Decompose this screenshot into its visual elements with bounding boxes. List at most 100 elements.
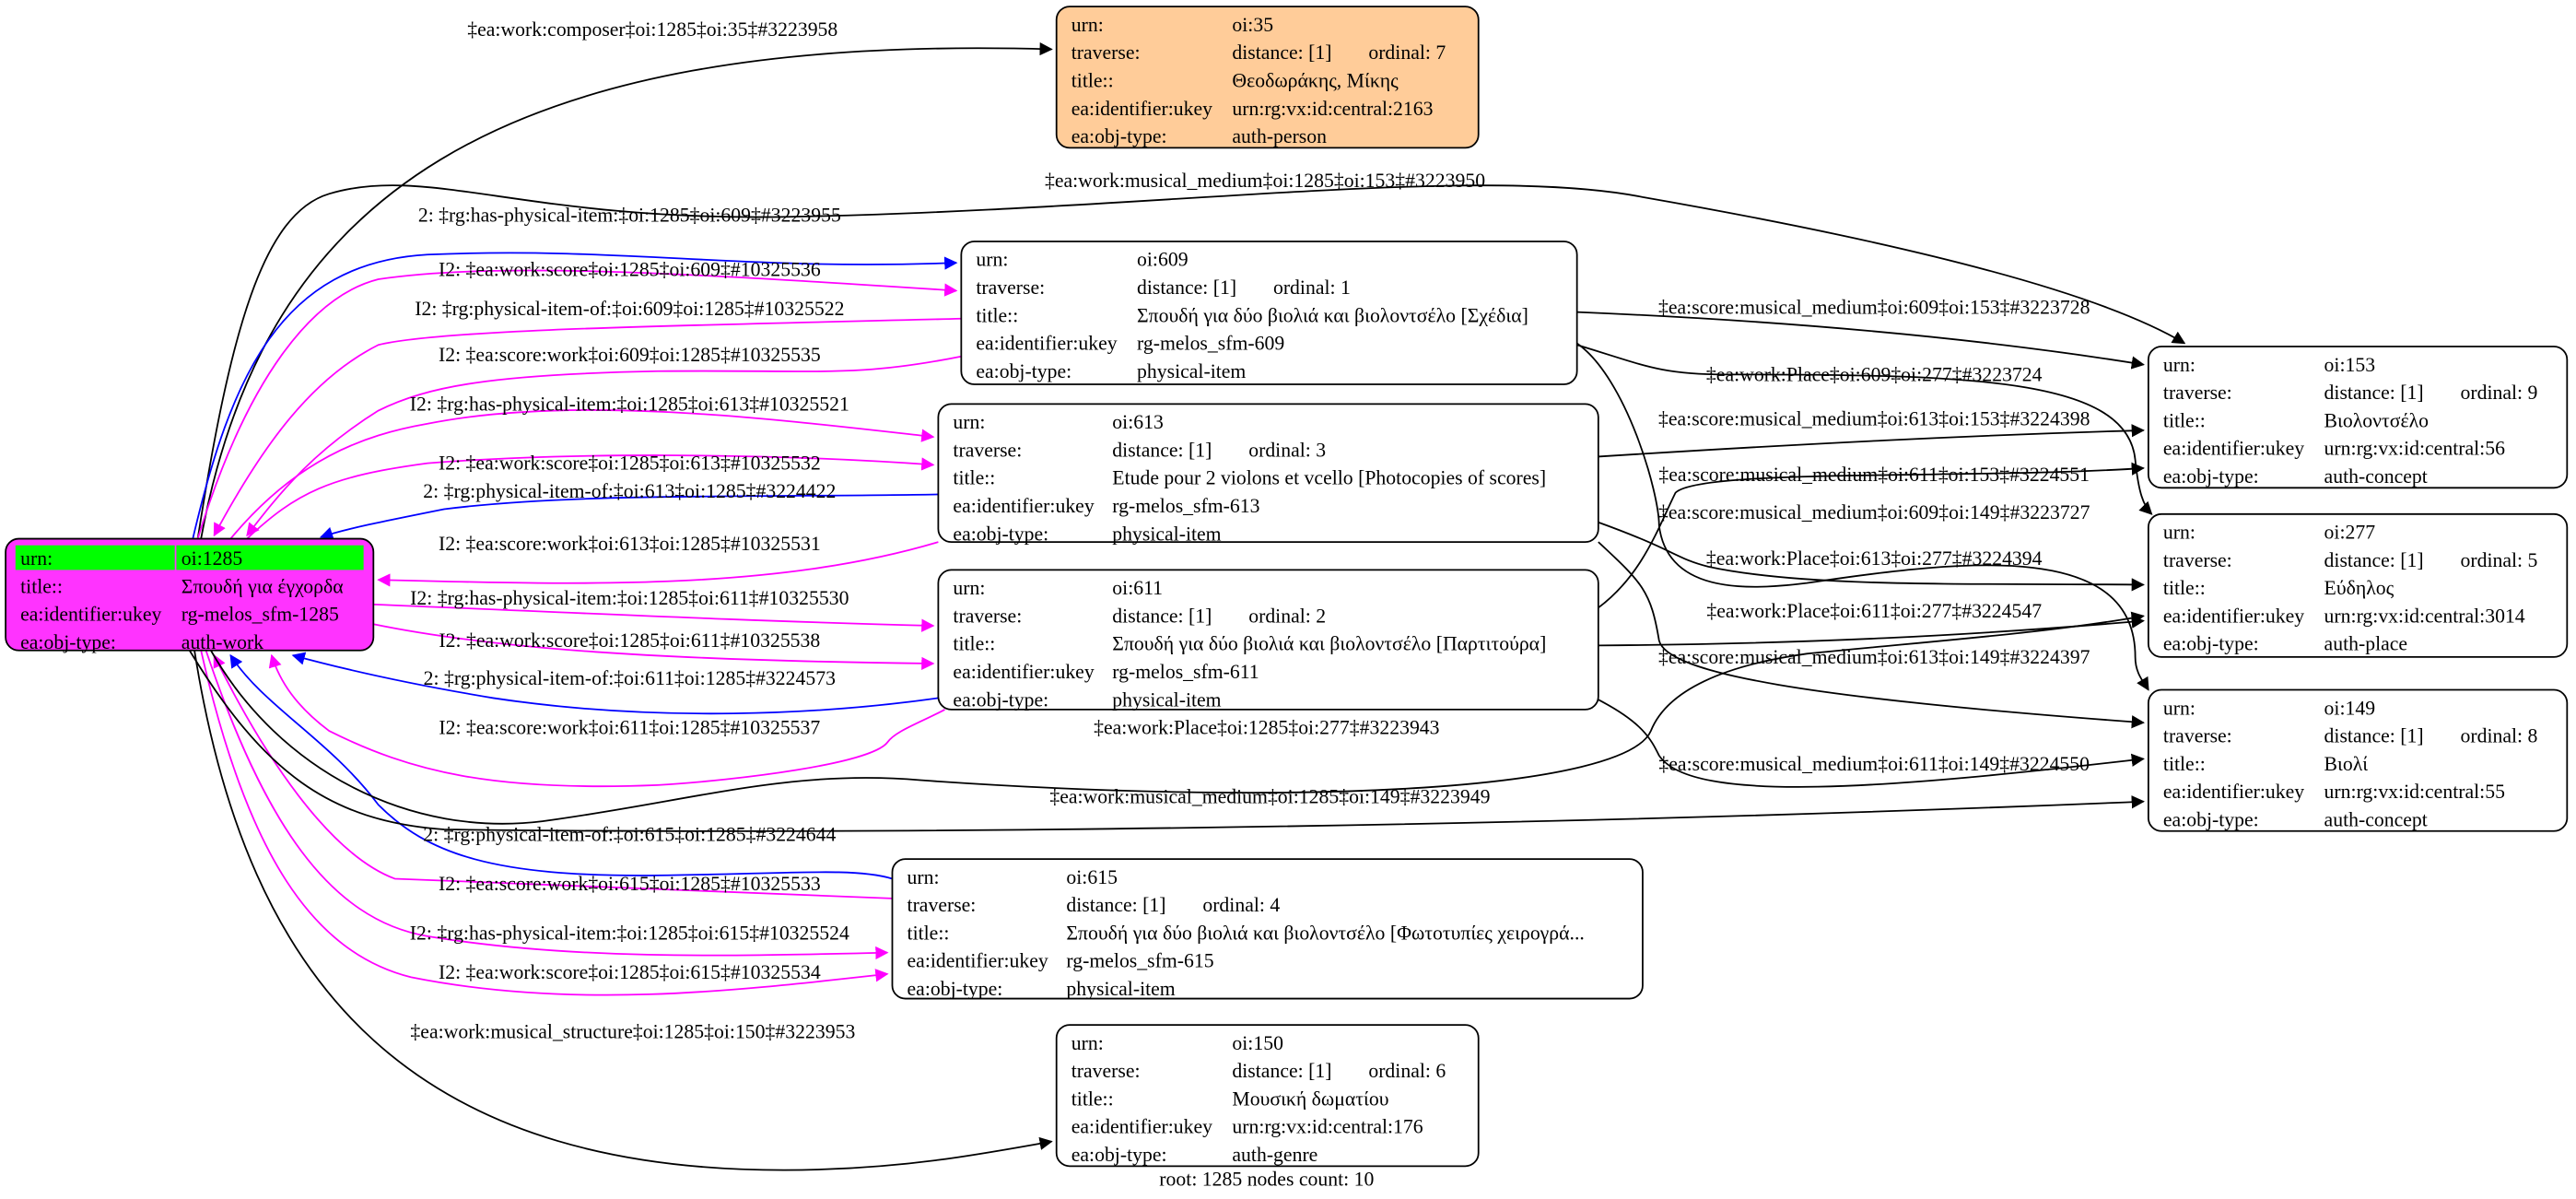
field-label: title:: <box>2163 409 2206 431</box>
edge: I2: ‡ea:score:work‡oi:611‡oi:1285‡#10325… <box>268 653 945 788</box>
graph-footer: root: 1285 nodes count: 10 <box>1159 1169 1374 1191</box>
field-value: oi:149 <box>2324 697 2376 719</box>
edge-label: 2: ‡rg:has-physical-item:‡oi:1285‡oi:609… <box>418 205 841 227</box>
field-value: Βιολοντσέλο <box>2324 409 2430 431</box>
field-value: oi:611 <box>1112 577 1163 599</box>
field-value: Σπουδή για δύο βιολιά και βιολοντσέλο [Π… <box>1112 633 1546 655</box>
field-value: physical-item <box>1066 978 1175 1000</box>
field-label: title:: <box>976 304 1018 326</box>
field-label: title:: <box>1071 69 1114 91</box>
edge-label: I2: ‡ea:score:work‡oi:613‡oi:1285‡#10325… <box>439 533 821 555</box>
edge: ‡ea:work:Place‡oi:609‡oi:277‡#3223724 <box>1576 344 2153 515</box>
edge-line <box>1598 541 2145 729</box>
edge-label: ‡ea:score:musical_medium‡oi:611‡oi:149‡#… <box>1658 753 2090 775</box>
edge: ‡ea:work:musical_structure‡oi:1285‡oi:15… <box>193 650 1053 1171</box>
edge: I2: ‡ea:work:score‡oi:1285‡oi:609‡#10325… <box>196 258 958 539</box>
field-label: ea:obj-type: <box>907 978 1003 1000</box>
edge-label: ‡ea:work:musical_medium‡oi:1285‡oi:149‡#… <box>1049 785 1490 807</box>
edge: I2: ‡ea:score:work‡oi:615‡oi:1285‡#10325… <box>213 653 893 899</box>
field-value: oi:615 <box>1066 866 1118 888</box>
edge: I2: ‡rg:has-physical-item:‡oi:1285‡oi:61… <box>373 587 935 632</box>
edge-label: 2: ‡rg:physical-item-of:‡oi:613‡oi:1285‡… <box>423 480 836 502</box>
field-label: ea:identifier:ukey <box>1071 98 1212 120</box>
field-value: oi:1285 <box>181 547 243 570</box>
field-label: urn: <box>953 411 985 433</box>
field-label: ea:obj-type: <box>1071 1144 1167 1166</box>
edge: ‡ea:work:musical_medium‡oi:1285‡oi:149‡#… <box>188 650 2145 832</box>
edge-line <box>210 611 2145 825</box>
field-label: title:: <box>953 467 995 489</box>
field-value: Σπουδή για έγχορδα <box>181 575 344 597</box>
edge-label: I2: ‡ea:score:work‡oi:615‡oi:1285‡#10325… <box>439 873 821 895</box>
edge-line <box>246 355 962 537</box>
field-value: auth-person <box>1232 125 1327 147</box>
edge: ‡ea:work:composer‡oi:1285‡oi:35‡#3223958 <box>200 18 1053 539</box>
field-ordinal: ordinal: 7 <box>1368 41 1446 64</box>
edge-label: ‡ea:work:musical_medium‡oi:1285‡oi:153‡#… <box>1045 170 1485 192</box>
edge-line <box>193 650 1053 1171</box>
edge-label: ‡ea:work:Place‡oi:609‡oi:277‡#3223724 <box>1706 363 2043 385</box>
field-label: title:: <box>907 922 950 944</box>
field-value: distance: [1] <box>2324 382 2424 404</box>
edge: ‡ea:score:musical_medium‡oi:609‡oi:149‡#… <box>1576 342 2149 691</box>
edge-line <box>200 650 889 996</box>
edge-label: ‡ea:score:musical_medium‡oi:609‡oi:153‡#… <box>1658 296 2090 318</box>
edge: ‡ea:work:Place‡oi:1285‡oi:277‡#3223943 <box>210 611 2145 825</box>
field-ordinal: ordinal: 2 <box>1248 605 1326 627</box>
edge: ‡ea:work:Place‡oi:611‡oi:277‡#3224547 <box>1598 600 2145 647</box>
field-value: auth-concept <box>2324 808 2428 830</box>
field-value: distance: [1] <box>1232 1060 1331 1082</box>
field-value: Μουσική δωματίου <box>1232 1087 1388 1110</box>
field-label: title:: <box>953 633 995 655</box>
edge: 2: ‡rg:physical-item-of:‡oi:611‡oi:1285‡… <box>291 652 939 715</box>
edge-line <box>291 652 939 715</box>
field-value: urn:rg:vx:id:central:56 <box>2324 438 2506 460</box>
node-box <box>937 403 1599 544</box>
field-value: Θεοδωράκης, Μίκης <box>1232 69 1399 91</box>
field-label: ea:identifier:ukey <box>20 604 161 626</box>
field-value: oi:150 <box>1232 1032 1283 1054</box>
field-label: ea:obj-type: <box>1071 125 1167 147</box>
edge: ‡ea:work:musical_medium‡oi:1285‡oi:153‡#… <box>196 170 2186 539</box>
edge-label: I2: ‡ea:score:work‡oi:611‡oi:1285‡#10325… <box>439 717 820 739</box>
edge: ‡ea:score:musical_medium‡oi:611‡oi:153‡#… <box>1598 462 2145 609</box>
field-value: auth-work <box>181 631 263 653</box>
edge-line <box>213 317 962 537</box>
edge-label: 2: ‡rg:physical-item-of:‡oi:615‡oi:1285‡… <box>423 823 836 845</box>
field-value: oi:277 <box>2324 522 2376 544</box>
edge-line <box>246 454 935 540</box>
field-value: Εύδηλος <box>2324 577 2395 599</box>
field-label: urn: <box>976 249 1008 271</box>
edge: 2: ‡rg:has-physical-item:‡oi:1285‡oi:609… <box>192 205 958 539</box>
edge-label: I2: ‡rg:has-physical-item:‡oi:1285‡oi:61… <box>410 922 849 944</box>
edge-line <box>1576 342 2149 691</box>
field-value: oi:35 <box>1232 14 1273 36</box>
edge-label: ‡ea:score:musical_medium‡oi:613‡oi:153‡#… <box>1658 408 2090 430</box>
field-label: traverse: <box>2163 549 2232 571</box>
node-box <box>2147 688 2569 832</box>
edge-line <box>268 653 945 788</box>
field-label: ea:identifier:ukey <box>953 661 1094 683</box>
field-label: ea:identifier:ukey <box>976 333 1117 355</box>
field-label: ea:identifier:ukey <box>907 950 1048 972</box>
edge-label: I2: ‡rg:has-physical-item:‡oi:1285‡oi:61… <box>410 394 849 416</box>
edge: ‡ea:score:musical_medium‡oi:613‡oi:153‡#… <box>1598 408 2145 458</box>
field-label: urn: <box>1071 1032 1104 1054</box>
field-value: urn:rg:vx:id:central:2163 <box>1232 98 1433 120</box>
field-value: oi:153 <box>2324 354 2376 376</box>
edge-label: 2: ‡rg:physical-item-of:‡oi:611‡oi:1285‡… <box>424 667 836 689</box>
edge: I2: ‡ea:work:score‡oi:1285‡oi:613‡#10325… <box>246 453 935 540</box>
field-label: urn: <box>2163 522 2195 544</box>
edge-line <box>200 41 1053 539</box>
field-label: traverse: <box>2163 725 2232 747</box>
